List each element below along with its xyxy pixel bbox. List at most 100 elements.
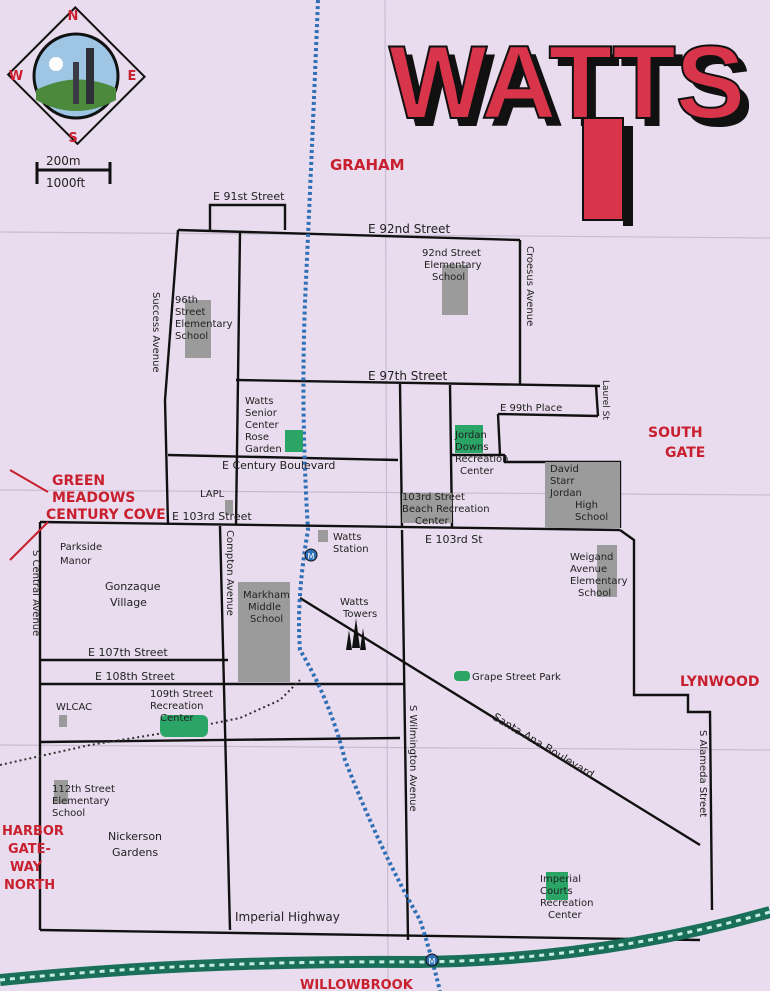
metro-marker-watts: M	[308, 552, 315, 561]
jordan-downs-l3: Recreation	[455, 454, 508, 465]
street-e103-w: E 103rd Street	[172, 510, 252, 523]
street-e103-e: E 103rd St	[425, 533, 483, 546]
label-green: GREEN	[52, 473, 105, 489]
towers-l2: Towers	[342, 609, 377, 620]
jordan-downs-park	[455, 425, 483, 453]
label-south: SOUTH	[648, 425, 703, 441]
parks	[160, 425, 568, 900]
center-103-l3: Center	[415, 516, 450, 527]
grape-label: Grape Street Park	[472, 672, 561, 683]
school-112-l2: Elementary	[52, 796, 110, 807]
school-92-l2: Elementary	[424, 260, 482, 271]
school-112-l1: 112th Street	[52, 784, 115, 795]
place-labels: 96th Street Elementary School 92nd Stree…	[52, 248, 628, 921]
scale-bottom: 1000ft	[46, 176, 86, 190]
wlcac-label: WLCAC	[56, 702, 92, 713]
title-text: WATTS	[389, 25, 745, 141]
jordan-downs-l1: Jordan	[454, 430, 487, 441]
jordan-hs-l2: Starr	[550, 476, 575, 487]
label-willowbrook: WILLOWBROOK	[300, 978, 414, 991]
towers-l1: Watts	[340, 597, 368, 608]
gonzaque-l2: Village	[110, 596, 147, 609]
center-109-park	[160, 715, 208, 737]
courts-l2: Courts	[540, 886, 573, 897]
grape-park	[454, 671, 470, 681]
street-success: Success Avenue	[150, 292, 161, 373]
street-e97: E 97th Street	[368, 369, 448, 383]
street-central: S Central Avenue	[30, 550, 41, 636]
metro-green-line	[0, 906, 770, 986]
street-imperial: Imperial Highway	[235, 910, 340, 924]
metro-markers: M M	[304, 548, 439, 967]
jordan-hs-l1: David	[550, 464, 579, 475]
street-wilmington: S Wilmington Avenue	[407, 705, 418, 812]
compass-rose: N S E W	[6, 5, 147, 146]
jordan-downs-l4: Center	[460, 466, 495, 477]
label-lynwood: LYNWOOD	[680, 674, 759, 690]
nickerson-l2: Gardens	[112, 846, 158, 859]
label-gate-way-1: GATE-	[8, 842, 51, 857]
metro-marker-imperial: M	[429, 957, 436, 966]
label-century-cove: CENTURY COVE	[46, 507, 166, 523]
label-gate: GATE	[665, 445, 705, 461]
courts-l3: Recreation	[540, 898, 593, 909]
markham-l2: Middle	[248, 602, 281, 613]
school-92-l1: 92nd Street	[422, 248, 481, 259]
station-l1: Watts	[333, 532, 361, 543]
street-e107: E 107th Street	[88, 646, 168, 659]
parkside-l1: Parkside	[60, 542, 102, 553]
imperial-courts-park	[546, 872, 568, 900]
map-title: WATTS WATTS	[388, 24, 753, 226]
watts-towers-icon	[346, 618, 366, 650]
title-shadow: WATTS	[397, 33, 753, 149]
neighbor-labels: GRAHAM SOUTH GATE GREEN MEADOWS CENTURY …	[2, 156, 759, 991]
compass-s: S	[68, 131, 77, 146]
street-croesus: Croesus Avenue	[524, 246, 535, 326]
courts-l1: Imperial	[540, 874, 581, 885]
jordan-hs-l5: School	[575, 512, 608, 523]
center-109-l3: Center	[160, 713, 195, 724]
gonzaque-l1: Gonzaque	[105, 580, 161, 593]
label-meadows: MEADOWS	[52, 490, 135, 506]
school-96-l4: School	[175, 331, 208, 342]
street-e91: E 91st Street	[213, 190, 285, 203]
wlcac-block	[59, 715, 67, 727]
label-harbor: HARBOR	[2, 824, 64, 839]
senior-l5: Garden	[245, 444, 282, 455]
title-stem	[582, 117, 624, 221]
railroad-west	[0, 679, 301, 766]
weigand-block	[597, 545, 617, 597]
label-north: NORTH	[4, 878, 55, 893]
senior-l2: Senior	[245, 408, 278, 419]
street-laurel: Laurel St	[600, 380, 610, 420]
scale-bar: 200m 1000ft	[35, 154, 112, 190]
school-112-block	[54, 780, 68, 804]
markham-l1: Markham	[243, 590, 290, 601]
senior-l1: Watts	[245, 396, 273, 407]
title-stem-shadow	[623, 126, 633, 226]
street-century: E Century Boulevard	[222, 459, 335, 472]
school-96-l2: Street	[175, 307, 205, 318]
label-gate-way-2: WAY	[10, 860, 43, 875]
jordan-downs-l2: Downs	[455, 442, 489, 453]
street-e99: E 99th Place	[500, 403, 562, 414]
markham-block	[238, 582, 290, 682]
school-96-l1: 96th	[175, 295, 198, 306]
compass-e: E	[128, 69, 137, 84]
street-santa-ana: Santa Ana Boulevard	[490, 710, 596, 781]
jordan-hs-l3: Jordan	[549, 488, 582, 499]
compass-n: N	[68, 9, 79, 24]
station-block	[318, 530, 328, 542]
street-e92: E 92nd Street	[368, 222, 450, 236]
senior-l4: Rose	[245, 432, 269, 443]
school-92-l3: School	[432, 272, 465, 283]
compass-w: W	[9, 69, 23, 84]
street-compton: Compton Avenue	[224, 530, 235, 616]
school-96-l3: Elementary	[175, 319, 233, 330]
school-92-block	[442, 265, 468, 315]
courts-l4: Center	[548, 910, 583, 921]
label-graham: GRAHAM	[330, 156, 405, 174]
center-109-l2: Recreation	[150, 701, 203, 712]
weigand-l2: Avenue	[570, 564, 607, 575]
